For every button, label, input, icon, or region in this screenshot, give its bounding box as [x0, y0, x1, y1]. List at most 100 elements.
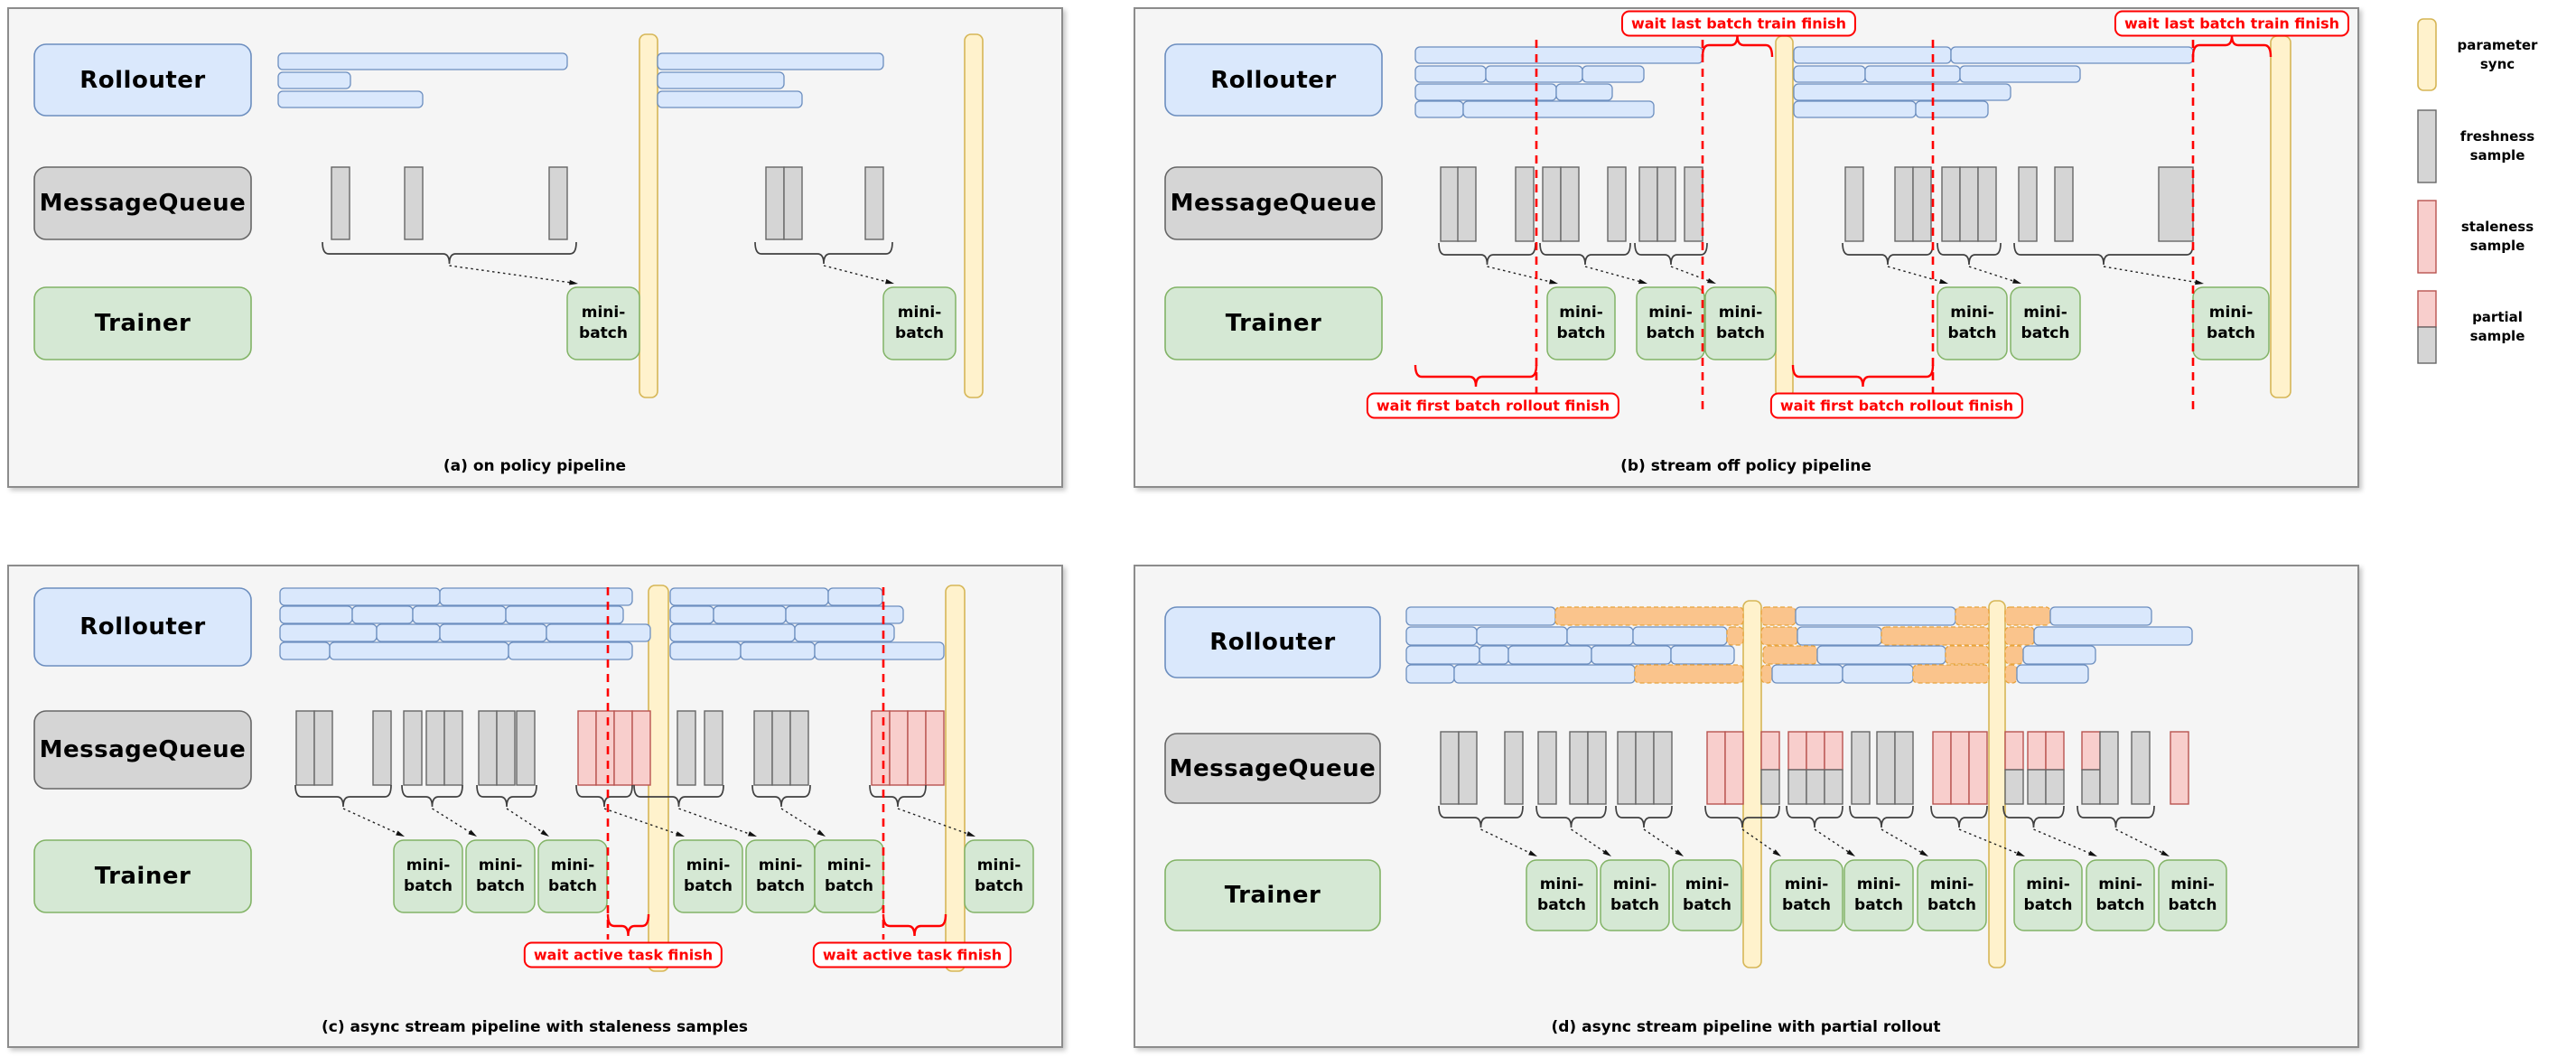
queue-bar-freshness-sample	[404, 166, 424, 240]
mini-batch-box	[1704, 286, 1777, 360]
mini-batch-box	[1937, 286, 2008, 360]
partial-rollout-task-bar	[1945, 645, 1990, 665]
sample-group-brace	[2002, 805, 2065, 828]
queue-bar-partial-sample-fresh-part	[2027, 769, 2047, 805]
trainer-box	[33, 286, 252, 360]
rollout-task-bar	[2033, 626, 2193, 646]
dataflow-arrow-head	[569, 279, 578, 285]
dataflow-arrow-head	[1602, 849, 1611, 856]
rollout-task-bar	[1793, 83, 2011, 101]
queue-bar-freshness-sample	[1894, 166, 1914, 242]
queue-bar-freshness-sample	[753, 710, 773, 786]
sample-group-brace	[1539, 242, 1631, 266]
dataflow-arrow-head	[1919, 849, 1928, 856]
mini-batch-box	[1843, 859, 1914, 931]
queue-bar-freshness-sample	[548, 166, 568, 240]
dataflow-arrow-line	[1670, 266, 1712, 283]
dataflow-arrow-head	[2161, 850, 2170, 856]
queue-bar-partial-sample-fresh-part	[1806, 769, 1825, 805]
sample-group-brace	[633, 784, 724, 808]
dataflow-arrow-line	[1487, 266, 1554, 284]
queue-bar-freshness-sample	[1638, 166, 1658, 242]
rollout-task-bar	[1771, 664, 1843, 684]
partial-rollout-task-bar	[1554, 606, 1744, 626]
rollout-task-bar	[546, 623, 651, 642]
rollout-task-bar	[508, 641, 633, 660]
rollout-task-bar	[669, 623, 796, 642]
partial-rollout-task-bar	[1760, 606, 1797, 626]
trainer-box	[1164, 859, 1381, 931]
rollout-task-bar	[1795, 606, 1956, 626]
rollouter-box	[1164, 43, 1383, 117]
rollout-task-bar	[2022, 645, 2096, 665]
queue-bar-staleness-sample	[1968, 731, 1988, 805]
queue-bar-staleness-sample	[889, 710, 909, 786]
rollout-task-bar	[1453, 664, 1636, 684]
wait-annotation-brace	[882, 913, 947, 937]
queue-bar-freshness-sample	[1684, 166, 1703, 242]
rollout-task-bar	[2016, 664, 2089, 684]
rollout-task-bar	[376, 623, 441, 642]
queue-bar-freshness-sample	[313, 710, 333, 786]
mini-batch-box	[2158, 859, 2227, 931]
dataflow-arrow-head	[1549, 279, 1558, 285]
sample-group-brace	[401, 784, 463, 808]
queue-bar-freshness-sample	[1653, 731, 1673, 805]
dataflow-arrow-line	[1958, 828, 2021, 856]
mini-batch-box	[1636, 286, 1705, 360]
dataflow-arrow-line	[897, 808, 971, 836]
sample-group-brace	[1704, 805, 1780, 828]
queue-bar-freshness-sample	[1617, 731, 1637, 805]
parameter-sync-bar	[964, 33, 984, 398]
queue-bar-staleness-sample	[1706, 731, 1726, 805]
rollout-task-bar	[785, 605, 904, 624]
mini-batch-box	[2013, 859, 2083, 931]
rollout-task-bar	[277, 71, 351, 89]
sample-group-brace	[476, 784, 537, 808]
dataflow-arrow-line	[1881, 828, 1925, 855]
dataflow-arrow-head	[1638, 278, 1647, 285]
queue-bar-partial-sample-fresh-part	[2004, 769, 2024, 805]
rollout-task-bar	[1414, 65, 1487, 83]
mini-batch-box	[1546, 286, 1616, 360]
parameter-sync-bar	[1742, 600, 1762, 968]
mini-batch-box	[1600, 859, 1670, 931]
rollout-task-bar	[1405, 664, 1455, 684]
rollout-task-bar	[1632, 626, 1728, 646]
dataflow-arrow-head	[966, 831, 975, 837]
rollout-task-bar	[439, 587, 633, 606]
rollout-task-bar	[1476, 626, 1568, 646]
dataflow-arrow-line	[2033, 828, 2093, 856]
sample-group-brace	[1438, 242, 1536, 266]
sample-group-brace	[1615, 805, 1673, 828]
queue-bar-freshness-sample	[1587, 731, 1607, 805]
dataflow-arrow-line	[342, 808, 400, 836]
dataflow-arrow-head	[468, 829, 477, 837]
queue-bar-partial-sample-stale-part	[1787, 731, 1807, 771]
rollout-task-bar	[1793, 100, 1917, 118]
queue-bar-freshness-sample	[1537, 731, 1557, 805]
rollout-task-bar	[1414, 46, 1703, 64]
rollout-task-bar	[669, 587, 829, 606]
message-queue-box	[33, 710, 252, 790]
dataflow-arrow-line	[432, 808, 473, 835]
queue-bar-freshness-sample	[2099, 731, 2119, 805]
parameter-sync-bar	[945, 585, 966, 972]
sample-group-brace	[1842, 242, 1934, 266]
queue-bar-freshness-sample	[1440, 166, 1460, 242]
sample-group-brace	[1937, 242, 2002, 266]
legend-swatch-staleness-sample	[2417, 200, 2437, 274]
partial-rollout-task-bar	[2004, 664, 2018, 684]
rollout-task-bar	[827, 587, 883, 606]
rollout-task-bar	[669, 641, 742, 660]
dataflow-arrow-head	[1939, 278, 1948, 285]
queue-bar-freshness-sample	[1569, 731, 1589, 805]
partial-rollout-task-bar	[1762, 645, 1818, 665]
rollout-task-bar	[1414, 83, 1557, 101]
rollout-task-bar	[657, 90, 803, 108]
mini-batch-box	[2086, 859, 2155, 931]
parameter-sync-bar	[1775, 35, 1794, 398]
queue-bar-freshness-sample	[1458, 731, 1478, 805]
queue-bar-freshness-sample	[765, 166, 785, 240]
mini-batch-box	[393, 839, 463, 913]
